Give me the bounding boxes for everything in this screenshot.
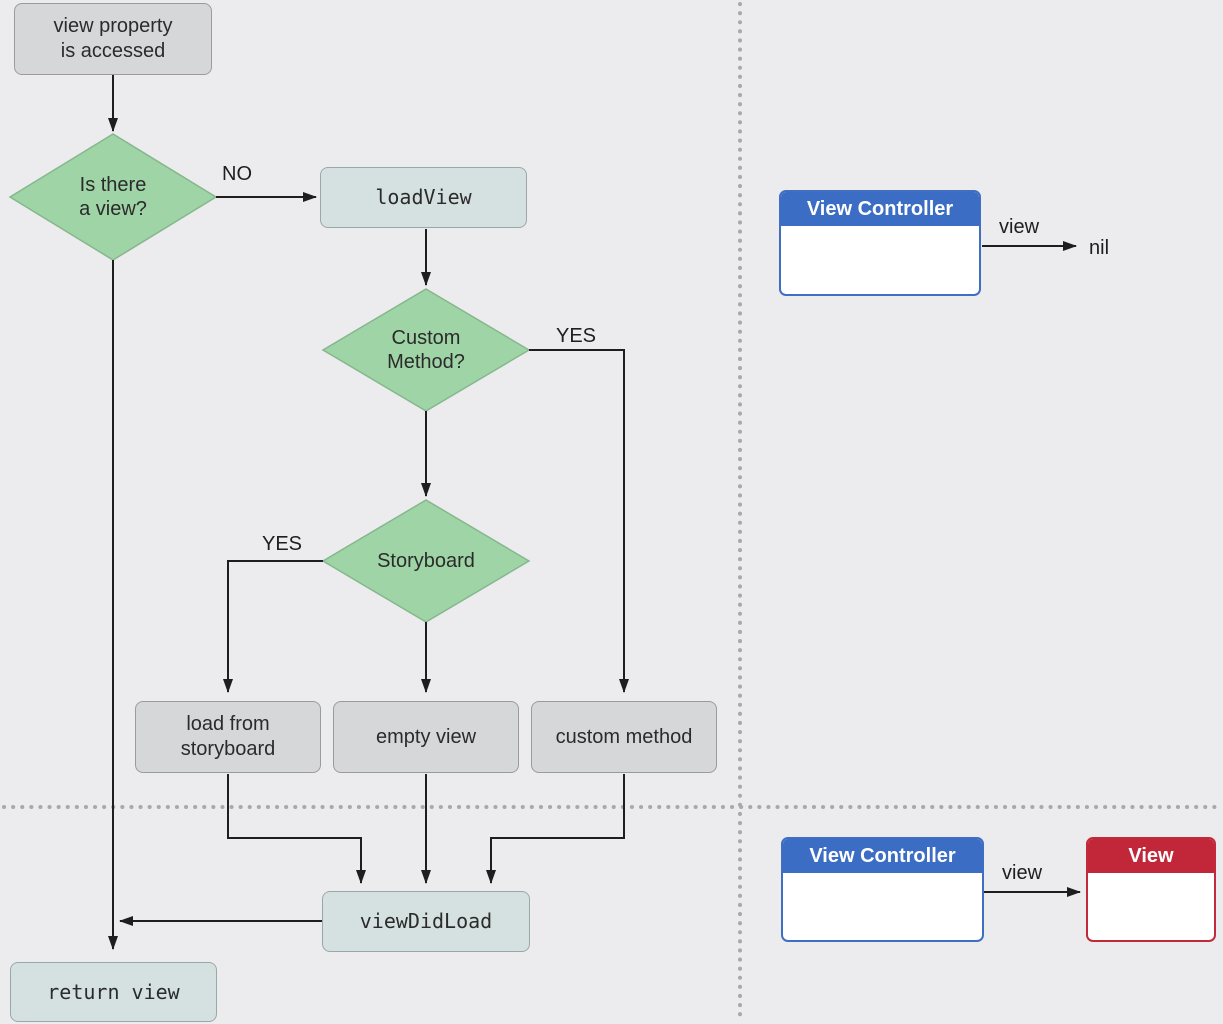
view-controller-after-title: View Controller bbox=[783, 839, 982, 873]
view-controller-before-title: View Controller bbox=[781, 192, 979, 226]
view-object-title: View bbox=[1088, 839, 1214, 873]
arrow-load-to-viewdidload bbox=[227, 774, 366, 884]
load-view-node: loadView bbox=[320, 167, 527, 228]
view-object: View bbox=[1086, 837, 1216, 942]
empty-view-node: empty view bbox=[333, 701, 519, 773]
view-controller-after: View Controller bbox=[781, 837, 984, 942]
start-node: view property is accessed bbox=[14, 3, 212, 75]
decision-storyboard-shape bbox=[321, 499, 531, 623]
edge-label-yes-custom: YES bbox=[556, 325, 597, 347]
edge-label-no: NO bbox=[222, 163, 252, 185]
decision-custom-method-shape bbox=[321, 288, 531, 412]
arrow-custom-yes-to-method bbox=[529, 349, 629, 693]
after-view-property-label: view bbox=[1002, 862, 1043, 884]
before-view-property-label: view bbox=[999, 216, 1040, 238]
load-from-storyboard-node: load from storyboard bbox=[135, 701, 321, 773]
nil-value-label: nil bbox=[1089, 237, 1110, 259]
decision-has-view-shape bbox=[8, 133, 218, 261]
view-did-load-node: viewDidLoad bbox=[322, 891, 530, 952]
edge-label-yes-storyboard: YES bbox=[262, 533, 303, 555]
arrow-method-to-viewdidload bbox=[486, 774, 625, 884]
custom-method-node: custom method bbox=[531, 701, 717, 773]
return-view-node: return view bbox=[10, 962, 217, 1022]
arrow-storyboard-yes-to-load bbox=[223, 560, 323, 693]
view-controller-before: View Controller bbox=[779, 190, 981, 296]
